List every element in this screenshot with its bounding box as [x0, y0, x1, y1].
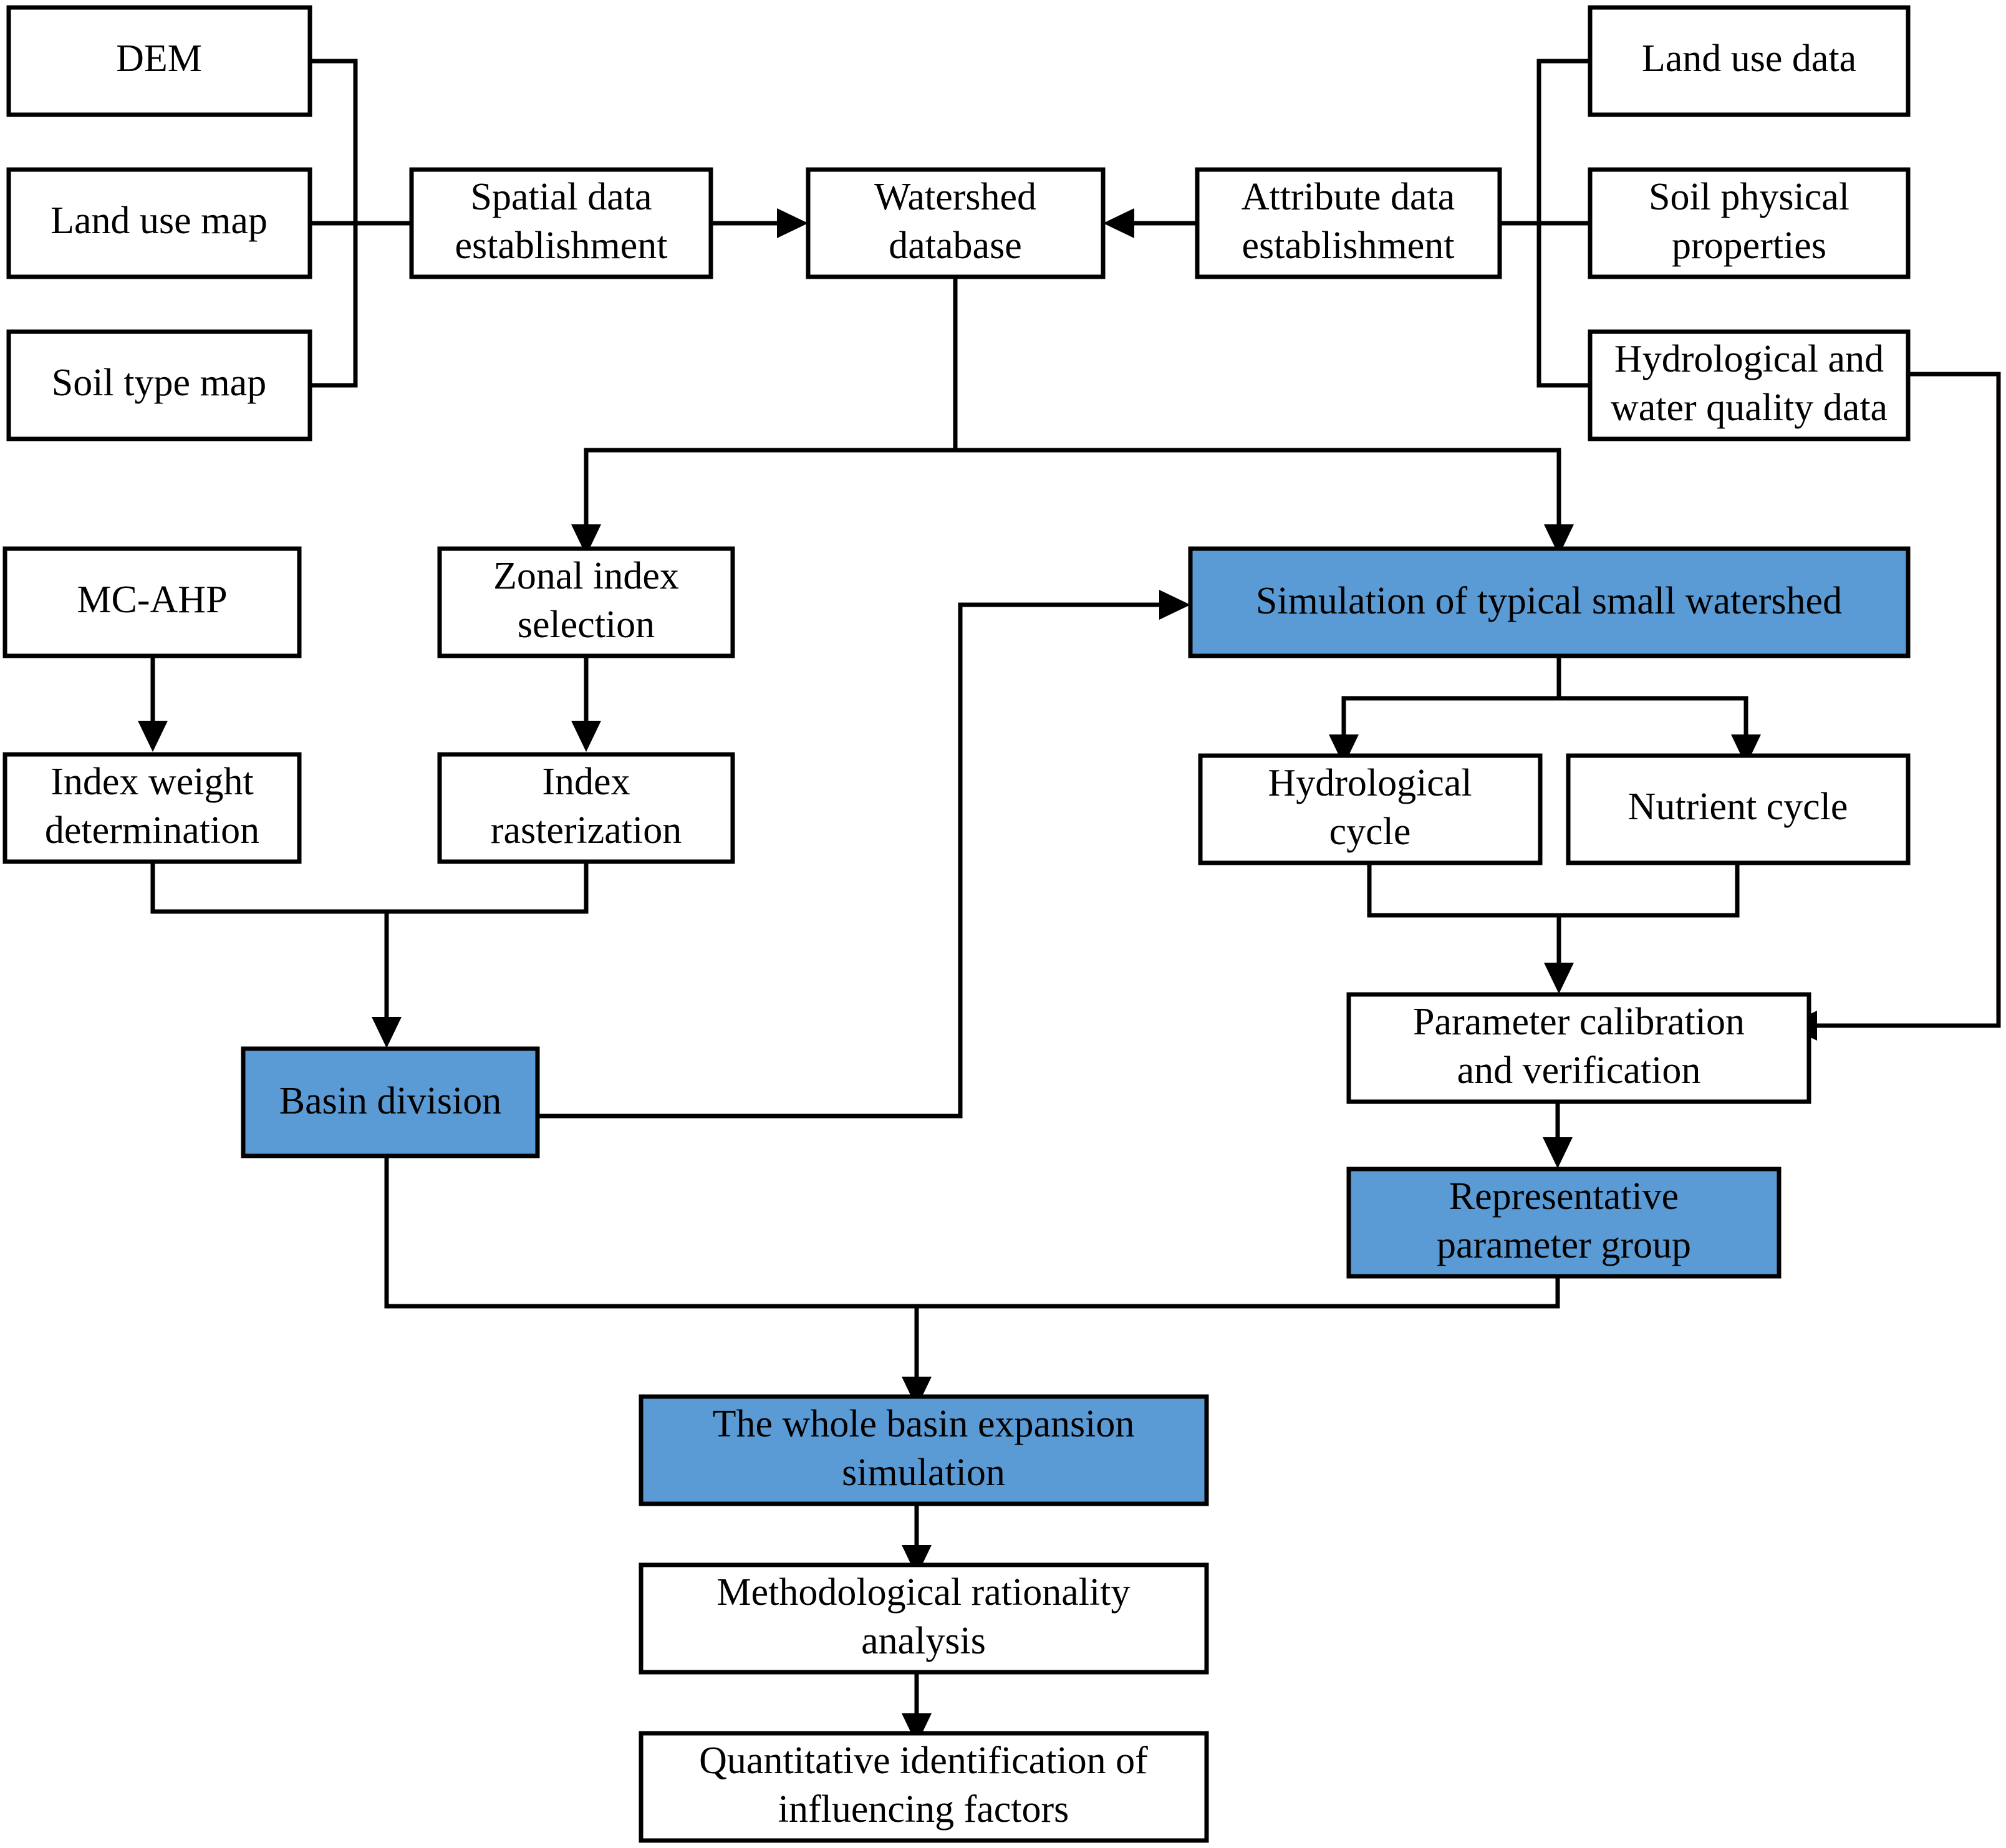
node-hydrological-cycle-line2: cycle	[1329, 811, 1411, 853]
node-attribute-data-establishment-line1: Attribute data	[1242, 176, 1455, 218]
arrowhead-spatial-to-watershed	[777, 208, 808, 238]
node-soil-type-map[interactable]: Soil type map	[6, 329, 312, 441]
node-whole-basin-expansion-simulation[interactable]: The whole basin expansion simulation	[639, 1394, 1209, 1506]
edge-hydrodata-to-paramcalib	[1808, 372, 2001, 1028]
node-zonal-index-selection[interactable]: Zonal index selection	[437, 546, 735, 658]
arrowhead-watershed-to-zonal	[571, 524, 601, 556]
node-simulation-typical-small-watershed-label: Simulation of typical small watershed	[1256, 580, 1842, 622]
node-representative-parameter-group-line1: Representative	[1449, 1175, 1679, 1218]
arrowhead-basindivision-to-simulation	[1159, 590, 1190, 620]
arrowhead-merge-to-paramcalib	[1544, 963, 1574, 994]
edge-rasterization-merge	[387, 862, 589, 914]
node-parameter-calibration-verification[interactable]: Parameter calibration and verification	[1346, 992, 1811, 1104]
node-dem-label: DEM	[116, 37, 202, 80]
node-methodological-rationality-analysis[interactable]: Methodological rationality analysis	[639, 1562, 1209, 1675]
node-basin-division-label: Basin division	[279, 1080, 502, 1122]
node-index-rasterization-line2: rasterization	[491, 809, 682, 852]
node-nutrient-cycle-label: Nutrient cycle	[1628, 786, 1848, 828]
node-watershed-database-line1: Watershed	[874, 176, 1036, 218]
arrowhead-merge-to-basindivision	[372, 1017, 402, 1048]
node-parameter-calibration-line2: and verification	[1457, 1049, 1701, 1092]
node-hydrological-cycle[interactable]: Hydrological cycle	[1198, 753, 1543, 865]
node-representative-parameter-group-line2: parameter group	[1437, 1224, 1691, 1266]
node-index-weight-determination-line1: Index weight	[51, 761, 253, 803]
node-zonal-index-selection-line2: selection	[518, 604, 655, 646]
arrowhead-simulation-to-hydrocycle	[1329, 734, 1359, 766]
edge-soiltypemap-to-spatial	[310, 223, 358, 388]
node-land-use-map-label: Land use map	[51, 200, 268, 242]
node-spatial-data-establishment-line2: establishment	[455, 224, 668, 267]
node-land-use-map[interactable]: Land use map	[6, 167, 312, 279]
node-attribute-data-establishment[interactable]: Attribute data establishment	[1195, 167, 1502, 279]
arrowhead-simulation-to-nutrientcycle	[1731, 734, 1761, 766]
node-watershed-database-line2: database	[889, 224, 1021, 267]
arrowhead-paramcalib-to-repgroup	[1543, 1137, 1573, 1168]
node-dem[interactable]: DEM	[6, 5, 312, 117]
node-mc-ahp-label: MC-AHP	[77, 579, 227, 621]
edge-watershed-bus	[584, 275, 958, 533]
node-index-rasterization-line1: Index	[542, 761, 630, 803]
edge-dem-to-spatial	[310, 59, 412, 226]
edge-hydrocycle-merge	[1367, 864, 1559, 918]
edge-indexweight-merge	[150, 862, 387, 914]
arrowhead-bottombus-to-wholebasin	[902, 1377, 932, 1408]
node-quantitative-identification-line1: Quantitative identification of	[699, 1740, 1148, 1782]
node-spatial-data-establishment-line1: Spatial data	[471, 176, 652, 218]
node-soil-physical-properties[interactable]: Soil physical properties	[1588, 167, 1911, 279]
edge-simulation-split	[1341, 653, 1561, 743]
node-index-weight-determination-line2: determination	[45, 809, 259, 852]
node-quantitative-identification-line2: influencing factors	[778, 1788, 1069, 1831]
arrowhead-zonal-to-rasterization	[571, 721, 601, 752]
node-parameter-calibration-line1: Parameter calibration	[1413, 1001, 1745, 1043]
node-whole-basin-expansion-line1: The whole basin expansion	[713, 1403, 1135, 1445]
node-soil-physical-properties-line1: Soil physical	[1649, 176, 1849, 218]
node-hydrological-cycle-line1: Hydrological	[1268, 762, 1472, 804]
node-methodological-rationality-line1: Methodological rationality	[717, 1571, 1131, 1614]
node-hydrological-water-quality-data[interactable]: Hydrological and water quality data	[1588, 329, 1911, 441]
edge-landusedata-to-attribute	[1500, 59, 1590, 226]
node-land-use-data-label: Land use data	[1642, 37, 1856, 80]
edge-hydrodata-to-attribute	[1536, 223, 1590, 388]
node-representative-parameter-group[interactable]: Representative parameter group	[1346, 1167, 1782, 1279]
edge-layer	[138, 59, 2001, 1745]
node-mc-ahp[interactable]: MC-AHP	[2, 546, 302, 658]
edge-basindivision-to-bottombus	[384, 1157, 917, 1309]
node-methodological-rationality-line2: analysis	[861, 1620, 986, 1662]
node-basin-division[interactable]: Basin division	[241, 1046, 540, 1158]
edge-basindivision-to-simulation	[538, 602, 1168, 1119]
edge-nutrientcycle-merge	[1559, 864, 1740, 918]
node-nutrient-cycle[interactable]: Nutrient cycle	[1566, 753, 1911, 865]
node-whole-basin-expansion-line2: simulation	[842, 1451, 1005, 1494]
node-watershed-database[interactable]: Watershed database	[806, 167, 1106, 279]
node-hydro-water-quality-line2: water quality data	[1611, 387, 1888, 429]
node-quantitative-identification-factors[interactable]: Quantitative identification of influenci…	[639, 1731, 1209, 1843]
node-soil-physical-properties-line2: properties	[1672, 224, 1826, 267]
edge-simulation-split-right	[1559, 696, 1748, 743]
arrowhead-wholebasin-to-methodology	[902, 1545, 932, 1576]
node-simulation-typical-small-watershed[interactable]: Simulation of typical small watershed	[1188, 546, 1911, 658]
arrowhead-watershed-to-simulation	[1544, 524, 1574, 556]
node-zonal-index-selection-line1: Zonal index	[493, 555, 679, 597]
node-attribute-data-establishment-line2: establishment	[1242, 224, 1455, 267]
node-hydro-water-quality-line1: Hydrological and	[1614, 338, 1884, 380]
node-spatial-data-establishment[interactable]: Spatial data establishment	[409, 167, 713, 279]
node-index-rasterization[interactable]: Index rasterization	[437, 752, 735, 864]
arrowhead-attribute-to-watershed	[1103, 208, 1134, 238]
node-land-use-data[interactable]: Land use data	[1588, 5, 1911, 117]
arrowhead-methodology-to-quantitative	[902, 1713, 932, 1745]
arrowhead-mcahp-to-indexweight	[138, 721, 168, 752]
node-index-weight-determination[interactable]: Index weight determination	[2, 752, 302, 864]
node-soil-type-map-label: Soil type map	[52, 362, 266, 404]
edge-watershed-bus-right	[955, 448, 1561, 533]
